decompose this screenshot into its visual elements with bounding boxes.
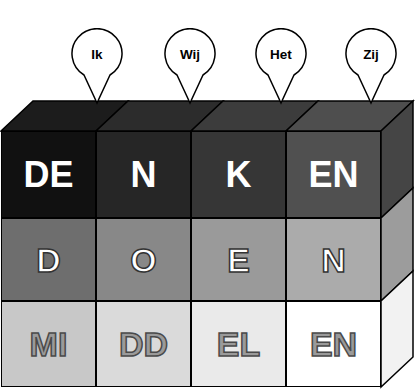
tile-letters: O [130, 243, 156, 277]
balloon-outline [254, 28, 308, 105]
tile-letters: N [321, 243, 346, 277]
balloon-outline [344, 28, 398, 105]
tile-letters: K [226, 157, 252, 193]
callout-balloon: Wij [163, 28, 217, 105]
letter-tile: MI [1, 301, 96, 387]
letter-tile: DD [96, 301, 191, 387]
tile-letters: DE [23, 157, 73, 193]
tile-letters: EN [310, 327, 357, 361]
callout-balloon: Zij [344, 28, 398, 105]
callout-balloon: Ik [70, 28, 124, 105]
tile-letters: EN [308, 157, 358, 193]
pronoun-label: Zij [344, 28, 398, 80]
letter-tile: N [286, 218, 381, 301]
callout-balloon: Het [254, 28, 308, 105]
tile-letters: D [36, 243, 61, 277]
pronoun-label: Wij [163, 28, 217, 80]
letter-tile: O [96, 218, 191, 301]
tile-letters: MI [30, 327, 68, 361]
letter-tile: E [191, 218, 286, 301]
tile-letters: DD [119, 327, 168, 361]
tile-letters: EL [217, 327, 260, 361]
letter-tile: EL [191, 301, 286, 387]
letter-tile: K [191, 131, 286, 218]
tile-letters: E [227, 243, 250, 277]
letter-tile: EN [286, 301, 381, 387]
tile-letters: N [131, 157, 157, 193]
balloon-outline [163, 28, 217, 105]
pronoun-label: Het [254, 28, 308, 80]
letter-tile: N [96, 131, 191, 218]
pronoun-label: Ik [70, 28, 124, 80]
letter-tile: DE [1, 131, 96, 218]
balloon-outline [70, 28, 124, 105]
letter-tile: EN [286, 131, 381, 218]
letter-tile: D [1, 218, 96, 301]
